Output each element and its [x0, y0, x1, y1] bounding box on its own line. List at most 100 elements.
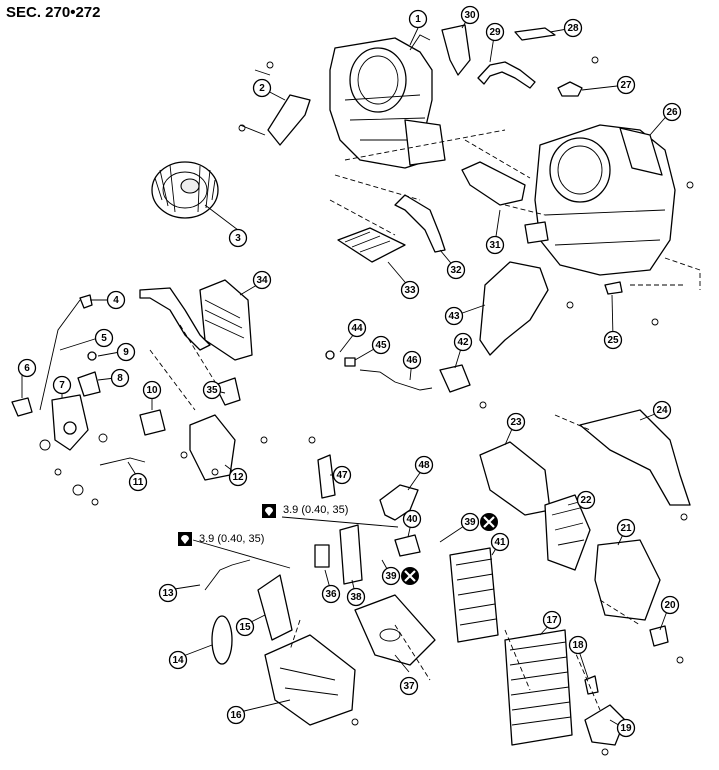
- callout-label: 39: [385, 571, 397, 582]
- callout-7: 7: [52, 375, 72, 395]
- callout-15: 15: [235, 617, 255, 637]
- callout-label: 16: [230, 710, 242, 721]
- callout-5: 5: [94, 328, 114, 348]
- callout-label: 27: [620, 80, 632, 91]
- callout-37: 37: [399, 676, 419, 696]
- callout-20: 20: [660, 595, 680, 615]
- part-47-shape: [317, 454, 336, 499]
- callout-3: 3: [228, 228, 248, 248]
- callout-42: 42: [453, 332, 473, 352]
- callout-label: 42: [457, 337, 469, 348]
- part-4-shape: [79, 294, 93, 309]
- part-43-shape: [479, 261, 549, 356]
- callout-1: 1: [408, 9, 428, 29]
- part-36-shape: [314, 544, 330, 568]
- callout-43: 43: [444, 306, 464, 326]
- callout-17: 17: [542, 610, 562, 630]
- callout-label: 1: [415, 14, 421, 25]
- callout-40: 40: [402, 509, 422, 529]
- callout-25: 25: [603, 330, 623, 350]
- part-25-shape: [604, 281, 623, 295]
- callout-label: 11: [133, 477, 144, 488]
- callout-45: 45: [371, 335, 391, 355]
- callout-label: 7: [59, 380, 65, 391]
- callout-22: 22: [576, 490, 596, 510]
- callout-18: 18: [568, 635, 588, 655]
- callout-label: 34: [256, 275, 268, 286]
- callout-31: 31: [485, 235, 505, 255]
- callout-label: 21: [620, 523, 632, 534]
- callout-47: 47: [332, 465, 352, 485]
- part-21-shape: [594, 539, 661, 621]
- part-8-shape: [77, 371, 101, 397]
- callout-6: 6: [17, 358, 37, 378]
- callout-label: 8: [117, 373, 123, 384]
- callout-32: 32: [446, 260, 466, 280]
- callout-label: 24: [656, 405, 668, 416]
- callout-14: 14: [168, 650, 188, 670]
- callout-label: 46: [406, 355, 418, 366]
- callout-label: 3: [235, 233, 241, 244]
- callout-label: 30: [464, 10, 476, 21]
- wrench-torque-icon: [262, 504, 276, 518]
- part-27-shape: [557, 81, 583, 97]
- callout-label: 5: [101, 333, 107, 344]
- part-15-shape: [257, 574, 293, 641]
- callout-label: 9: [123, 347, 129, 358]
- callout-33: 33: [400, 280, 420, 300]
- callout-label: 45: [375, 340, 387, 351]
- part-30-shape: [441, 24, 471, 76]
- callout-label: 31: [489, 240, 501, 251]
- part-10-shape: [139, 409, 166, 436]
- callout-label: 19: [620, 723, 632, 734]
- callout-26: 26: [662, 102, 682, 122]
- callout-label: 48: [418, 460, 430, 471]
- callout-label: 33: [404, 285, 416, 296]
- callout-label: 2: [259, 83, 265, 94]
- torque-spec-1: 3.9 (0.40, 35): [283, 504, 349, 516]
- callout-label: 22: [580, 495, 592, 506]
- part-35-shape: [214, 377, 241, 406]
- callout-28: 28: [563, 18, 583, 38]
- heater-core-part: [139, 279, 253, 361]
- callout-48: 48: [414, 455, 434, 475]
- part-9-shape: [87, 351, 97, 361]
- bracket-part: [239, 69, 311, 146]
- callout-label: 37: [403, 681, 415, 692]
- part-46-rod: [359, 369, 433, 391]
- callout-label: 23: [510, 417, 522, 428]
- core-17-part: [504, 629, 573, 746]
- callout-label: 38: [350, 592, 362, 603]
- callout-29: 29: [485, 22, 505, 42]
- callout-10: 10: [142, 380, 162, 400]
- callout-12: 12: [228, 467, 248, 487]
- callout-label: 13: [162, 588, 174, 599]
- callout-label: 17: [546, 615, 558, 626]
- heater-housing-part: [329, 34, 446, 169]
- callout-46: 46: [402, 350, 422, 370]
- callout-label: 40: [406, 514, 418, 525]
- cooling-housing-part: [524, 124, 676, 276]
- callout-label: 25: [607, 335, 619, 346]
- part-24-duct: [579, 409, 691, 506]
- part-42-shape: [439, 364, 471, 393]
- section-label: SEC. 270•272: [6, 4, 101, 21]
- part-14-disc: [211, 615, 233, 665]
- part-6-shape: [11, 397, 33, 417]
- callout-label: 44: [351, 323, 363, 334]
- callout-label: 6: [24, 363, 30, 374]
- part-31-shape: [461, 161, 526, 206]
- callout-label: 47: [336, 470, 348, 481]
- part-28-shape: [514, 27, 556, 41]
- callout-label: 32: [450, 265, 462, 276]
- torque-spec-2: 3.9 (0.40, 35): [199, 533, 265, 545]
- wrench-torque-icon: [178, 532, 192, 546]
- callout-24: 24: [652, 400, 672, 420]
- callout-label: 28: [567, 23, 579, 34]
- callout-23: 23: [506, 412, 526, 432]
- callout-21: 21: [616, 518, 636, 538]
- blower-fan-part: [151, 161, 219, 219]
- evaporator-part: [449, 547, 499, 643]
